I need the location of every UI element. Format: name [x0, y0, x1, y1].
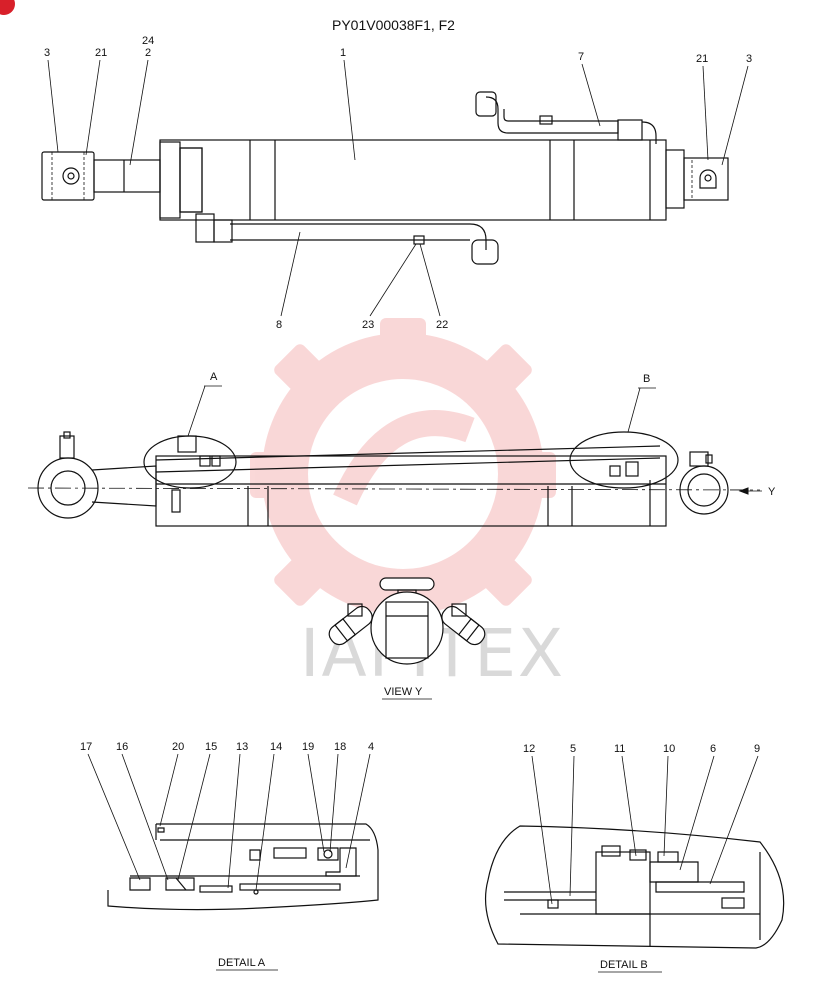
label-23: 23	[362, 319, 374, 331]
label-22: 22	[436, 319, 448, 331]
label-7: 7	[578, 51, 584, 63]
view-y-caption: VIEW Y	[384, 686, 423, 698]
detail-a-label-19: 19	[302, 741, 314, 753]
detail-a-label-14: 14	[270, 741, 282, 753]
side-view	[27, 431, 762, 527]
detail-a-callouts: 17 16 20 15 13 14 19 18 4	[80, 741, 374, 891]
view-arrow-label: Y	[768, 486, 776, 498]
label-3-left: 3	[44, 47, 50, 59]
side-view-callouts: A B Y	[187, 371, 776, 498]
detail-b-label-12: 12	[523, 743, 535, 755]
detail-b-label-11: 11	[614, 743, 625, 755]
label-3-right: 3	[746, 53, 752, 65]
view-y	[328, 577, 486, 665]
detail-marker-a: A	[210, 371, 218, 383]
corner-badge	[0, 0, 15, 15]
top-view	[41, 91, 729, 265]
label-8: 8	[276, 319, 282, 331]
label-1: 1	[340, 47, 346, 59]
detail-b-label-5: 5	[570, 743, 576, 755]
detail-marker-b: B	[643, 373, 650, 385]
drawing-title: PY01V00038F1, F2	[332, 17, 455, 33]
detail-a-label-18: 18	[334, 741, 346, 753]
detail-a-label-17: 17	[80, 741, 92, 753]
detail-a-label-13: 13	[236, 741, 248, 753]
detail-a-label-16: 16	[116, 741, 128, 753]
detail-b-drawing	[484, 825, 785, 949]
top-view-callouts: 3 21 24 2 1 7 21 3 8 23 22	[44, 35, 752, 331]
detail-b-callouts: 12 5 11 10 6 9	[523, 743, 760, 905]
label-24: 24	[142, 35, 154, 47]
detail-b-label-9: 9	[754, 743, 760, 755]
detail-b-label-6: 6	[710, 743, 716, 755]
detail-a-label-4: 4	[368, 741, 374, 753]
detail-a-label-20: 20	[172, 741, 184, 753]
detail-a-drawing	[107, 823, 379, 911]
detail-a-caption: DETAIL A	[218, 957, 266, 969]
label-2: 2	[145, 47, 151, 59]
detail-b-label-10: 10	[663, 743, 675, 755]
label-21-right: 21	[696, 53, 708, 65]
detail-a-label-15: 15	[205, 741, 217, 753]
detail-b-caption: DETAIL B	[600, 959, 648, 971]
label-21-left: 21	[95, 47, 107, 59]
